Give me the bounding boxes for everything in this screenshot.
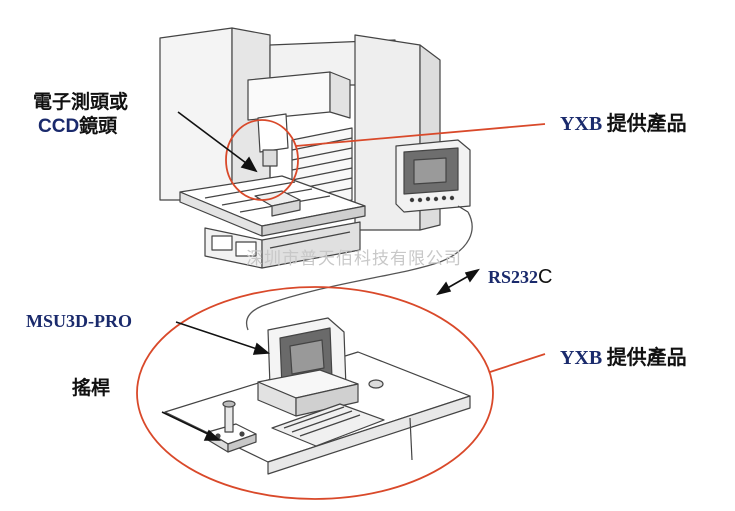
pointer-arrows xyxy=(161,111,480,441)
supplier-label-top: YXB 提供產品 xyxy=(560,112,687,135)
controller-display-icon xyxy=(395,139,471,213)
probe-label-latin: CCD xyxy=(38,116,80,137)
computer-callout-line xyxy=(489,353,546,373)
probe-pointer-arrow xyxy=(177,111,251,167)
supplier-top-latin: YXB xyxy=(560,113,603,135)
interface-text: RS232 xyxy=(488,267,539,287)
joystick-pointer-arrow xyxy=(161,411,213,437)
supplier-top-cjk: 提供產品 xyxy=(606,111,687,135)
joystick-label: 搖桿 xyxy=(72,377,111,399)
probe-callout-line xyxy=(295,123,546,147)
probe-label-line2: CCD鏡頭 xyxy=(38,116,117,138)
joystick-icon xyxy=(207,400,257,453)
watermark-text: 深圳市普天佰科技有限公司 xyxy=(246,249,462,269)
probe-label-cjk: 鏡頭 xyxy=(79,115,118,137)
supplier-bottom-latin: YXB xyxy=(560,347,603,369)
interface-suffix: C xyxy=(538,266,553,288)
measuring-machine-illustration xyxy=(159,27,441,269)
probe-label-line1: 電子測頭或 xyxy=(33,91,129,113)
computer-workstation-illustration xyxy=(164,317,471,475)
software-label: MSU3D-PRO xyxy=(26,311,132,331)
highlight-overlays xyxy=(136,119,546,500)
computer-highlight-ellipse xyxy=(136,286,494,500)
supplier-label-bottom: YXB 提供產品 xyxy=(560,346,687,369)
probe-highlight-circle xyxy=(225,119,299,201)
supplier-bottom-cjk: 提供產品 xyxy=(606,345,687,369)
interface-label: RS232C xyxy=(488,266,552,288)
software-pointer-arrow xyxy=(175,321,261,351)
